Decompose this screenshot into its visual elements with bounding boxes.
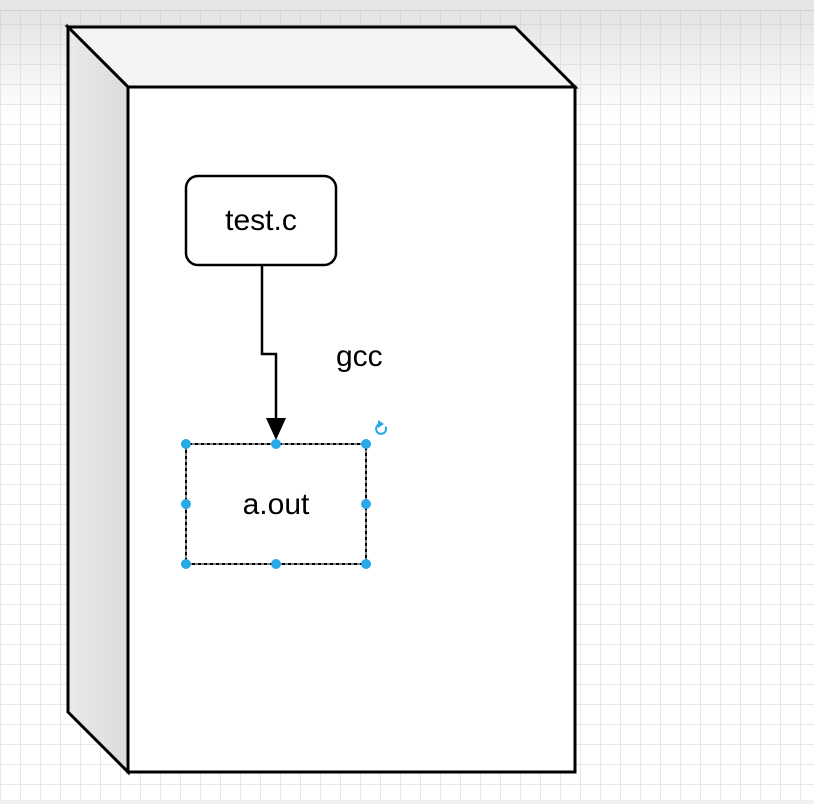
handle-bottom-left[interactable] [181,559,191,569]
handle-top-left[interactable] [181,439,191,449]
edge-label: gcc [336,340,383,373]
gcc-edge[interactable] [260,265,278,422]
target-node-box[interactable] [185,443,367,565]
selection-handles[interactable] [181,439,371,569]
container-top-face [64,25,579,89]
toolbar-strip [0,0,814,11]
container-left-face [66,23,130,776]
handle-bottom-right[interactable] [361,559,371,569]
rotate-icon[interactable] [375,420,388,435]
target-node-label: a.out [242,488,310,521]
handle-bottom-center[interactable] [271,559,281,569]
handle-middle-right[interactable] [361,499,371,509]
canvas-bottom-edge [0,800,814,804]
edge-arrowhead [266,418,286,440]
handle-middle-left[interactable] [181,499,191,509]
handle-top-center[interactable] [271,439,281,449]
source-node-label: test.c [225,204,297,237]
device-container[interactable] [64,23,579,776]
handle-top-right[interactable] [361,439,371,449]
